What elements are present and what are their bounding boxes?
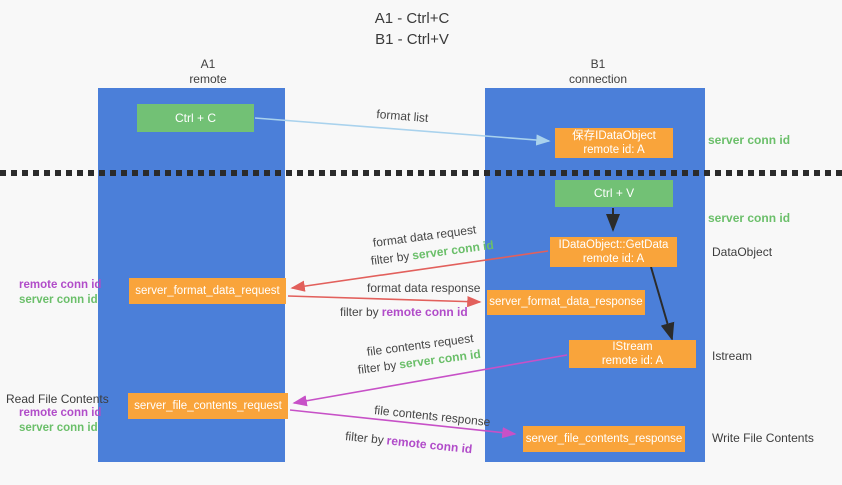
node-server-file-contents-response: server_file_contents_response <box>523 426 685 452</box>
lane-header-a1: A1 remote <box>148 57 268 87</box>
node-server-format-data-response: server_format_data_response <box>487 290 645 315</box>
file-contents-response-label: file contents response <box>373 403 492 430</box>
phase-divider-dotted-line <box>0 170 842 176</box>
node-save-idataobject-line1: 保存IDataObject <box>572 129 656 142</box>
node-ctrl-v: Ctrl + V <box>555 180 673 207</box>
remote-conn-id-text: remote conn id <box>19 407 102 419</box>
remote-conn-id-text: remote conn id <box>381 305 468 319</box>
format-data-response-label: format data response <box>367 281 481 295</box>
node-save-idataobject-line2: remote id: A <box>583 144 645 156</box>
server-conn-id-text: server conn id <box>19 293 98 306</box>
format-list-label: format list <box>375 107 429 126</box>
write-file-contents-annotation: Write File Contents <box>712 431 814 445</box>
read-file-contents-annotation: Read File Contents <box>6 392 109 406</box>
filter-by-text: filter by <box>370 248 411 268</box>
remote-conn-id-text: remote conn id <box>385 433 474 457</box>
node-ctrl-v-label: Ctrl + V <box>593 186 635 200</box>
node-ctrl-c: Ctrl + C <box>137 104 254 132</box>
dataobject-annotation: DataObject <box>712 245 773 259</box>
title-line-1: A1 - Ctrl+C <box>374 10 450 27</box>
lane-b1-name: B1 <box>590 57 606 71</box>
lane-a1-subtitle: remote <box>189 72 227 86</box>
istream-annotation: Istream <box>712 349 753 363</box>
left-top-conn-id-pair: remote conn id server conn id <box>19 278 101 308</box>
right-top-server-conn-id: server conn id <box>708 133 791 147</box>
node-istream: IStream remote id: A <box>569 340 696 368</box>
right-mid-server-conn-id: server conn id <box>708 211 791 225</box>
node-getdata-line2: remote id: A <box>582 253 645 265</box>
node-getdata-line1: IDataObject::GetData <box>558 238 669 251</box>
node-idataobject-getdata: IDataObject::GetData remote id: A <box>550 237 677 267</box>
node-format-request-label: server_format_data_request <box>135 284 280 297</box>
node-istream-line2: remote id: A <box>601 355 664 367</box>
filter-by-text: filter by <box>344 429 385 447</box>
node-file-response-label: server_file_contents_response <box>525 432 683 445</box>
node-file-request-label: server_file_contents_request <box>134 399 282 412</box>
title-line-2: B1 - Ctrl+V <box>375 31 449 48</box>
server-conn-id-text: server conn id <box>19 421 98 434</box>
node-ctrl-c-label: Ctrl + C <box>174 110 216 125</box>
diagram-title: A1 - Ctrl+C B1 - Ctrl+V <box>0 8 824 50</box>
node-server-format-data-request: server_format_data_request <box>129 278 286 304</box>
node-format-response-label: server_format_data_response <box>489 296 643 309</box>
filter-by-text: filter by <box>340 305 379 319</box>
lane-a1-name: A1 <box>200 57 216 71</box>
node-save-idataobject: 保存IDataObject remote id: A <box>555 128 673 158</box>
filter-by-text: filter by <box>357 357 398 377</box>
node-server-file-contents-request: server_file_contents_request <box>128 393 288 419</box>
lane-header-b1: B1 connection <box>538 57 658 87</box>
node-istream-line1: IStream <box>612 340 653 353</box>
lane-b1-subtitle: connection <box>568 72 628 86</box>
remote-conn-id-text: remote conn id <box>19 279 102 291</box>
format-data-response-arrow <box>287 295 482 308</box>
left-bottom-conn-id-pair: remote conn id server conn id <box>19 406 101 436</box>
